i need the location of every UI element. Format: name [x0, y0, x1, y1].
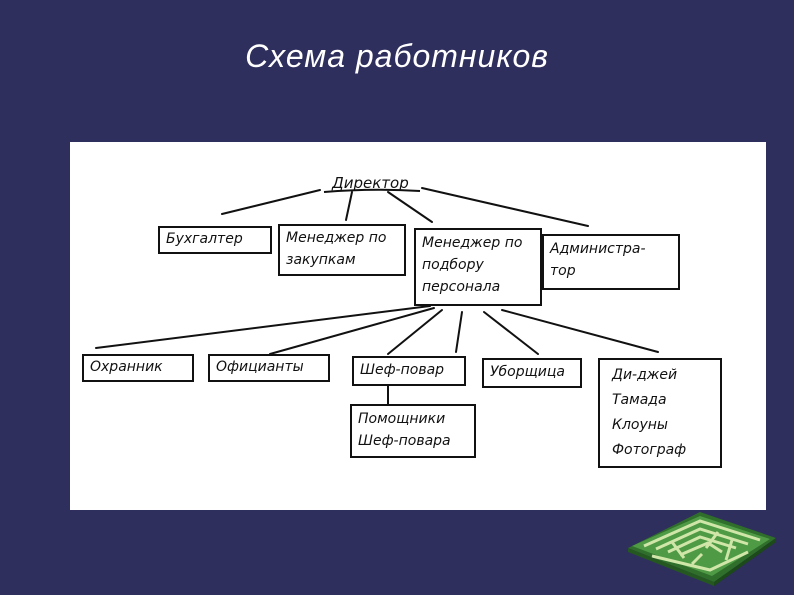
node-chef-assistants-line-1: Помощники	[358, 408, 468, 430]
node-administrator-line-1: Администра-	[550, 238, 672, 260]
node-accountant: Бухгалтер	[158, 226, 272, 254]
org-chart-panel: Директор Бухгалтер Менеджер по закупкам …	[70, 142, 766, 510]
node-chef-assistants-line-2: Шеф-повара	[358, 430, 468, 452]
node-administrator-line-2: тор	[550, 260, 672, 282]
node-purchase-manager: Менеджер по закупкам	[278, 224, 406, 276]
node-chef: Шеф-повар	[352, 356, 466, 386]
node-chef-assistants: Помощники Шеф-повара	[350, 404, 476, 458]
node-purchase-manager-line-2: закупкам	[286, 249, 398, 271]
node-hr-manager-line-3: персонала	[422, 276, 534, 298]
green-maze-icon	[622, 508, 780, 586]
node-hr-manager-line-2: подбору	[422, 254, 534, 276]
node-cleaner-label: Уборщица	[490, 361, 574, 383]
node-guard-label: Охранник	[90, 356, 186, 378]
node-entertainment: Ди-джей Тамада Клоуны Фотограф	[598, 358, 722, 468]
node-entertainment-line-1: Ди-джей	[612, 363, 714, 388]
node-guard: Охранник	[82, 354, 194, 382]
node-entertainment-line-3: Клоуны	[612, 413, 714, 438]
node-cleaner: Уборщица	[482, 358, 582, 388]
node-waiters-label: Официанты	[216, 356, 322, 378]
node-hr-manager: Менеджер по подбору персонала	[414, 228, 542, 306]
node-entertainment-line-4: Фотограф	[612, 438, 714, 463]
node-purchase-manager-line-1: Менеджер по	[286, 227, 398, 249]
node-chef-label: Шеф-повар	[360, 359, 458, 381]
director-underline	[322, 186, 422, 196]
node-entertainment-line-2: Тамада	[612, 388, 714, 413]
node-waiters: Официанты	[208, 354, 330, 382]
node-administrator: Администра- тор	[542, 234, 680, 290]
slide-title: Схема работников	[0, 38, 794, 75]
node-accountant-label: Бухгалтер	[166, 228, 264, 250]
node-hr-manager-line-1: Менеджер по	[422, 232, 534, 254]
